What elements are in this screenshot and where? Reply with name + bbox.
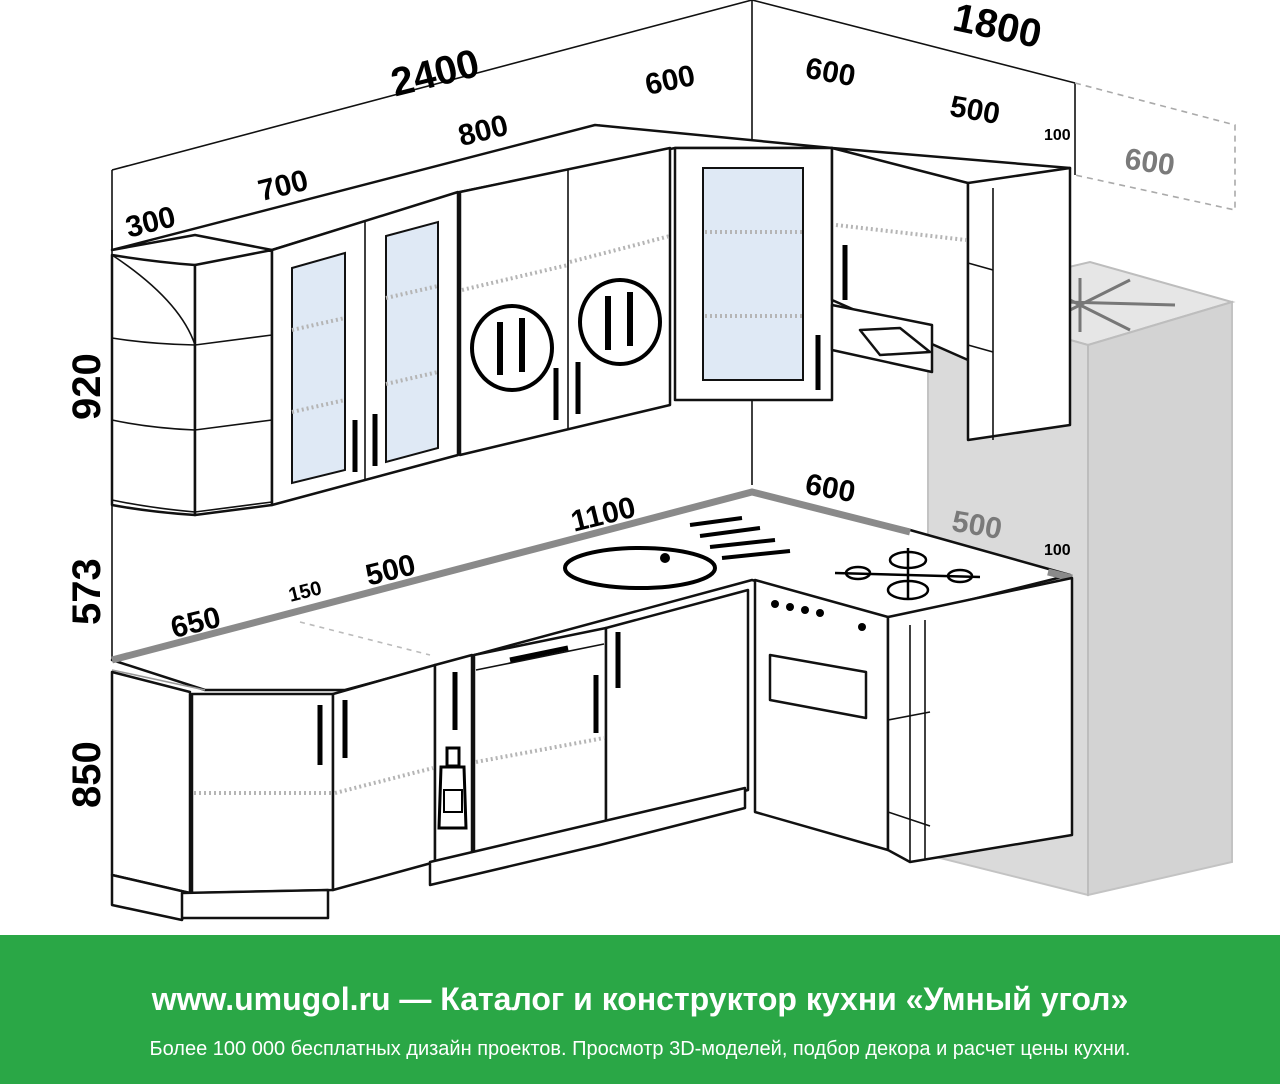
countertop	[110, 488, 1073, 692]
right-open-shelf	[886, 576, 1074, 864]
dim-base-600: 600	[803, 468, 858, 509]
dim-height-573: 573	[65, 558, 109, 625]
sink	[563, 516, 791, 590]
hob	[834, 548, 981, 601]
base-cabinets	[110, 576, 1074, 922]
sink-base-cabinet	[604, 588, 750, 830]
kitchen-drawing: 2400 1800 300 700 800 600 600 500 100 60…	[65, 0, 1236, 922]
angled-base-door	[180, 692, 335, 920]
dimension-labels: 2400 1800 300 700 800 600 600 500 100 60…	[65, 0, 1177, 808]
footer-banner: www.umugol.ru — Каталог и конструктор ку…	[0, 935, 1280, 1084]
dim-total-left: 2400	[387, 41, 484, 105]
cutlery-icon	[470, 304, 554, 392]
cabinet-800	[458, 146, 672, 457]
glass-cabinet-700	[270, 190, 460, 507]
corner-glass-cabinet	[673, 146, 834, 402]
banner-subtitle: Более 100 000 бесплатных дизайн проектов…	[149, 1038, 1131, 1060]
bottle-icon	[437, 746, 468, 830]
oven	[753, 578, 890, 852]
banner-title[interactable]: www.umugol.ru — Каталог и конструктор ку…	[151, 981, 1129, 1017]
base-door-500	[317, 663, 437, 892]
dim-base-100: 100	[1044, 542, 1071, 559]
open-corner-shelf	[110, 248, 274, 517]
dim-upper-600-left: 600	[642, 59, 698, 102]
cutlery-icon	[578, 278, 662, 366]
dim-height-850: 850	[65, 741, 109, 808]
dim-height-920: 920	[65, 353, 109, 420]
bottle-rack	[433, 653, 474, 864]
hood-cabinet	[830, 146, 970, 374]
dishwasher	[472, 626, 608, 857]
dim-upper-800: 800	[455, 109, 512, 153]
dim-upper-600-right: 600	[803, 52, 858, 93]
dim-total-right: 1800	[949, 0, 1045, 57]
dim-upper-500: 500	[947, 90, 1002, 131]
narrow-cabinet	[966, 166, 1072, 442]
dim-upper-100: 100	[1044, 127, 1071, 144]
dim-fridge-600: 600	[1123, 143, 1177, 183]
upper-cabinets	[110, 123, 1072, 517]
